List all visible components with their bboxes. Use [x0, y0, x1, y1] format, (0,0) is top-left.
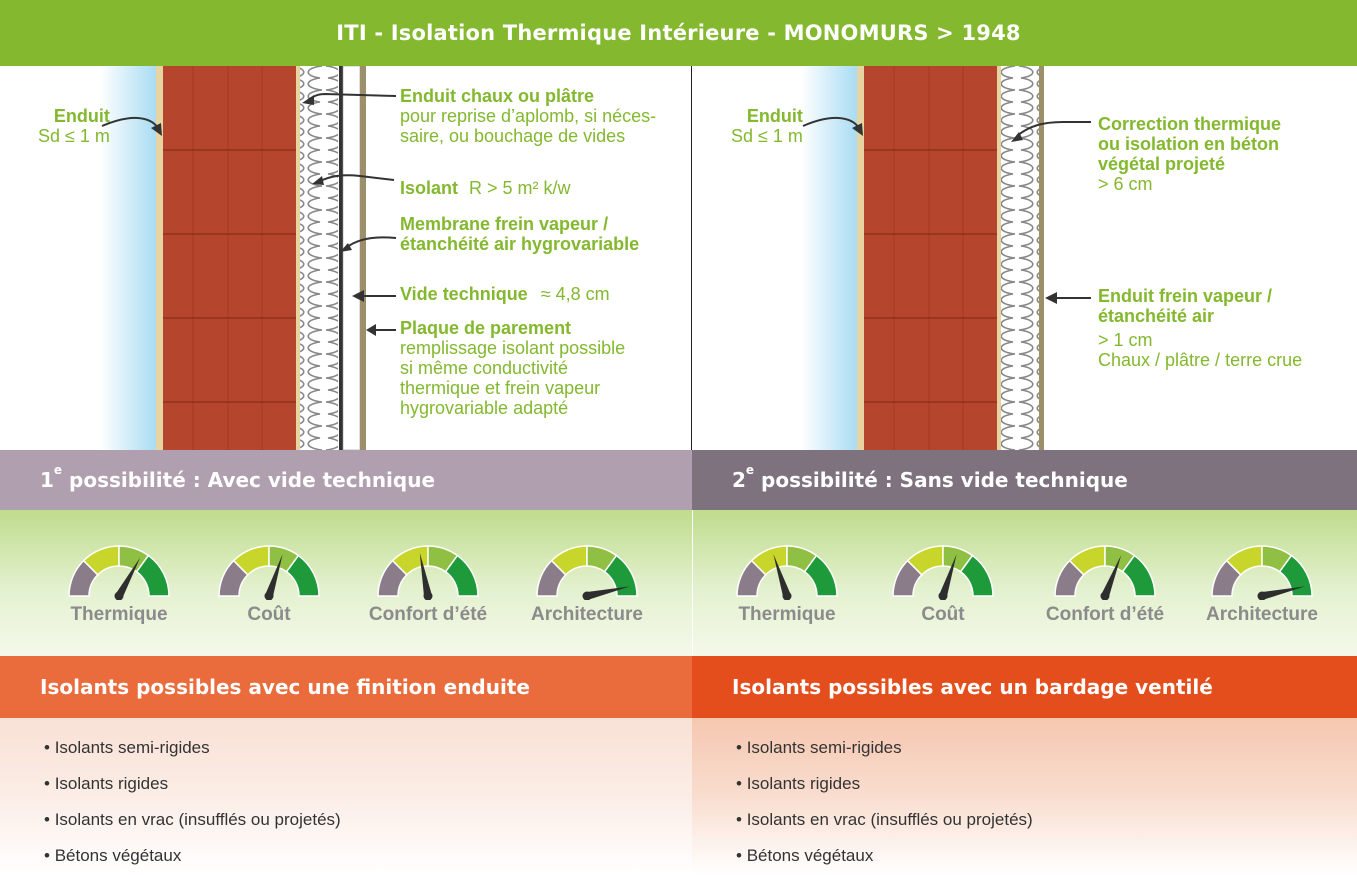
possibility-1-title: 1e possibilité : Avec vide technique [0, 450, 692, 510]
callout-arrows [802, 116, 1091, 299]
gauge-segment-4 [285, 554, 320, 597]
diagram-with-technical-void: Enduit Sd ≤ 1 m Enduit chaux ou plâtre p… [0, 66, 692, 450]
gauge-needle [265, 554, 283, 598]
lime-plaster [296, 66, 300, 450]
technical-void [342, 66, 361, 450]
gauge-dial [1211, 545, 1313, 600]
gauge-needle [1101, 555, 1122, 598]
gauge-dial [218, 545, 320, 600]
gauge-hub [582, 591, 592, 600]
list-item: Isolants rigides [736, 766, 1357, 802]
gauge-cout: Coût [204, 540, 334, 626]
gauge-hub [423, 591, 433, 600]
wall-section-drawing-1 [100, 66, 397, 450]
gauge-confort-ete: Confort d’été [363, 540, 493, 626]
gauge-dial [892, 545, 994, 600]
brick-courses [163, 66, 296, 450]
lime-plaster [997, 66, 1001, 450]
list-item: Isolants en vrac (insufflés ou projetés) [44, 802, 692, 838]
gauge-hub [1257, 591, 1267, 600]
list-item: Bétons végétaux [44, 838, 692, 874]
page-title: ITI - Isolation Thermique Intérieure - M… [0, 0, 1357, 66]
enduit-label: Enduit Sd ≤ 1 m [38, 106, 110, 146]
label-enduit-chaux: Enduit chaux ou plâtre pour reprise d’ap… [400, 86, 657, 146]
options-finition-enduite-title: Isolants possibles avec une finition end… [0, 656, 692, 718]
gauge-dial [68, 545, 170, 600]
list-item: Isolants semi-rigides [736, 730, 1357, 766]
gauge-dial [377, 545, 479, 600]
gauge-needle [939, 554, 957, 598]
gauge-needle [419, 552, 432, 597]
label-correction-thermique: Correction thermique ou isolation en bét… [1098, 114, 1282, 194]
gauge-segment-4 [1278, 554, 1313, 597]
gauge-segment-4 [803, 554, 838, 597]
list-item: Isolants rigides [44, 766, 692, 802]
list-item: Bétons végétaux [736, 838, 1357, 874]
list-item: Isolants semi-rigides [44, 730, 692, 766]
facing-board [360, 66, 366, 450]
gauge-hub [1100, 591, 1110, 600]
gauge-hub [114, 591, 124, 600]
brick-wall [163, 66, 296, 450]
gauge-architecture: Architecture [522, 540, 652, 626]
gauge-cout: Coût [878, 540, 1008, 626]
label-isolant: Isolant R > 5 m² k/w [400, 178, 571, 198]
options-bardage-ventile-title: Isolants possibles avec un bardage venti… [692, 656, 1357, 718]
possibility-2-title: 2e possibilité : Sans vide technique [692, 450, 1357, 510]
gauge-segment-4 [444, 554, 479, 597]
arrow-heads [852, 123, 1057, 304]
options-bardage-ventile-list: Isolants semi-rigides Isolants rigides I… [692, 718, 1357, 875]
gauges-possibility-1: Thermique Coût Confort d’été Architectur… [0, 510, 692, 656]
label-plaque-parement: Plaque de parement remplissage isolant p… [400, 318, 626, 418]
label-membrane: Membrane frein vapeur / étanchéité air h… [400, 214, 640, 254]
vapour-membrane [339, 66, 343, 450]
gauge-hub [938, 591, 948, 600]
list-item: Isolants en vrac (insufflés ou projetés) [736, 802, 1357, 838]
gauge-segment-4 [1121, 554, 1156, 597]
diagram-without-technical-void: Enduit Sd ≤ 1 m Correction thermique ou … [693, 66, 1357, 450]
gauge-hub [264, 591, 274, 600]
label-enduit-frein-vapeur: Enduit frein vapeur / étanchéité air > 1… [1098, 286, 1303, 370]
gauge-thermique: Thermique [722, 540, 852, 626]
gauge-architecture: Architecture [1197, 540, 1327, 626]
exterior-air [801, 66, 857, 450]
gauge-thermique: Thermique [54, 540, 184, 626]
gauge-hub [782, 591, 792, 600]
wall-section-drawing-2 [801, 66, 1091, 450]
gauge-dial [736, 545, 838, 600]
arrow-heads [151, 95, 376, 336]
exterior-render [156, 66, 163, 450]
label-vide-technique: Vide technique ≈ 4,8 cm [400, 284, 610, 304]
gauge-needle [1261, 586, 1305, 600]
options-finition-enduite-list: Isolants semi-rigides Isolants rigides I… [0, 718, 692, 875]
vapour-render [1039, 66, 1044, 450]
gauge-dial [536, 545, 638, 600]
exterior-render [857, 66, 864, 450]
exterior-air [100, 66, 156, 450]
gauge-dial [1054, 545, 1156, 600]
gauge-segment-4 [959, 554, 994, 597]
gauge-needle [773, 554, 791, 598]
gauges-possibility-2: Thermique Coût Confort d’été Architectur… [692, 510, 1357, 656]
enduit-label: Enduit Sd ≤ 1 m [731, 106, 803, 146]
brick-courses [864, 66, 997, 450]
gauge-confort-ete: Confort d’été [1040, 540, 1170, 626]
gauge-needle [115, 557, 141, 598]
gauge-segment-4 [135, 554, 170, 597]
gauge-needle [586, 586, 630, 600]
brick-wall [864, 66, 997, 450]
gauge-segment-4 [603, 554, 638, 597]
